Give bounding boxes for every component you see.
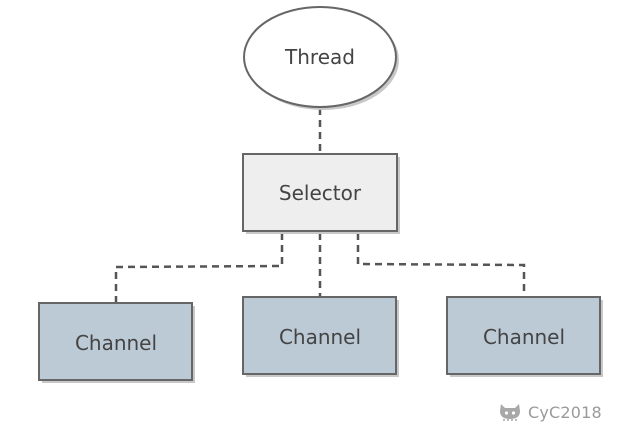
channel-node-middle: Channel xyxy=(242,296,399,377)
channel-right-label: Channel xyxy=(483,325,565,349)
selector-channel-right-connector xyxy=(356,233,526,296)
github-cat-icon xyxy=(498,402,522,422)
channel-right-shape xyxy=(446,296,601,375)
thread-node-shape xyxy=(243,6,397,108)
watermark: CyC2018 xyxy=(498,401,602,423)
selector-node: Selector xyxy=(242,153,400,234)
selector-node-shape xyxy=(242,153,398,232)
thread-node: Thread xyxy=(243,6,399,110)
channel-middle-label: Channel xyxy=(279,325,361,349)
thread-label: Thread xyxy=(284,45,355,69)
watermark-text: CyC2018 xyxy=(528,402,602,422)
channel-middle-shape xyxy=(242,296,397,375)
channel-node-right: Channel xyxy=(446,296,603,377)
channel-left-shape xyxy=(38,302,193,381)
selector-label: Selector xyxy=(279,181,362,205)
selector-channel-left-connector xyxy=(114,233,284,302)
channel-left-label: Channel xyxy=(75,331,157,355)
channel-node-left: Channel xyxy=(38,302,195,383)
